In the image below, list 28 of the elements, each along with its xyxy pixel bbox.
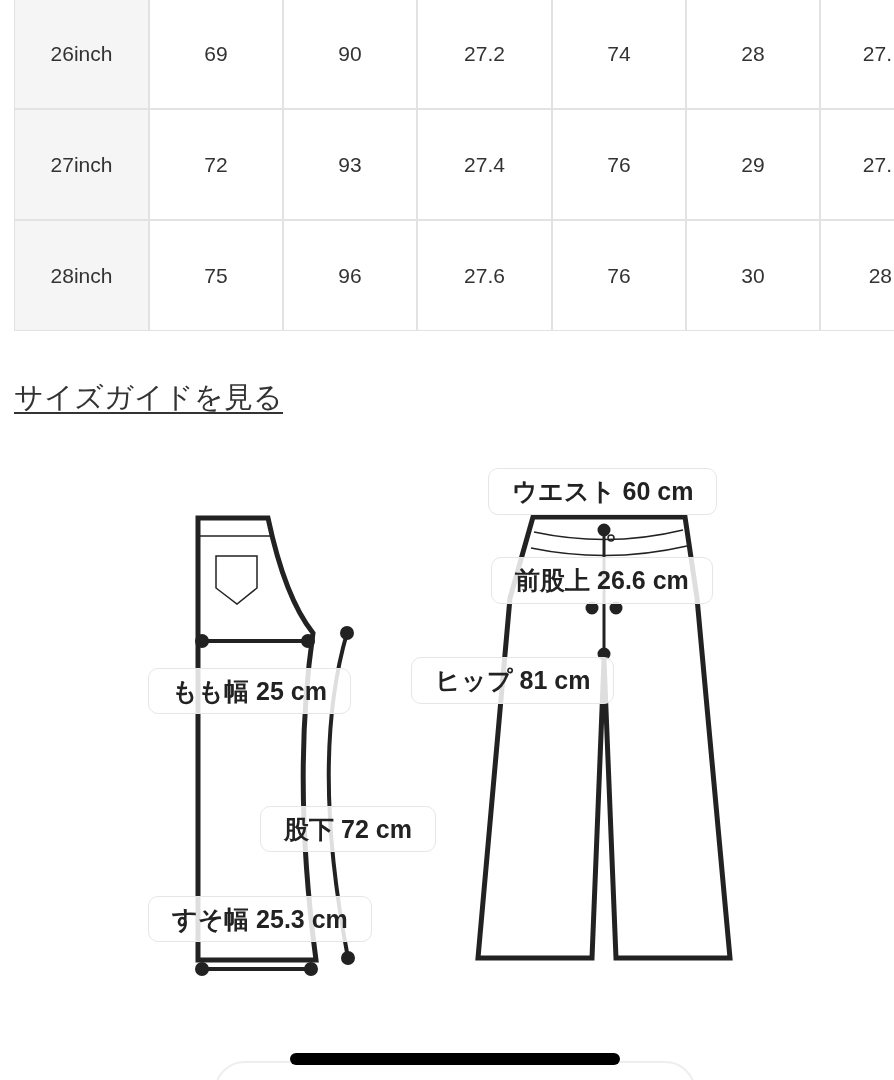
table-cell: 76 xyxy=(552,109,686,220)
table-cell: 28 xyxy=(686,0,820,109)
measurement-label: もも幅 25 cm xyxy=(148,668,351,714)
table-cell: 27.4 xyxy=(417,109,552,220)
table-cell: 28 xyxy=(820,220,894,331)
table-cell: 30 xyxy=(686,220,820,331)
table-cell: 74 xyxy=(552,0,686,109)
measurement-label: 前股上 26.6 cm xyxy=(491,557,713,604)
table-cell: 27.2 xyxy=(417,0,552,109)
table-cell: 29 xyxy=(686,109,820,220)
table-cell: 69 xyxy=(149,0,283,109)
table-cell: 27. xyxy=(820,0,894,109)
table-cell: 27.6 xyxy=(417,220,552,331)
table-cell: 72 xyxy=(149,109,283,220)
table-cell: 90 xyxy=(283,0,417,109)
size-cell: 27inch xyxy=(14,109,149,220)
measurement-label: 股下 72 cm xyxy=(260,806,436,852)
measurement-label: ヒップ 81 cm xyxy=(411,657,614,704)
size-cell: 28inch xyxy=(14,220,149,331)
measurement-label: ウエスト 60 cm xyxy=(488,468,717,515)
measurement-label: すそ幅 25.3 cm xyxy=(148,896,372,942)
size-guide-link: サイズガイドを見る xyxy=(14,380,283,415)
table-cell: 96 xyxy=(283,220,417,331)
table-cell: 27. xyxy=(820,109,894,220)
size-cell: 26inch xyxy=(14,0,149,109)
table-cell: 75 xyxy=(149,220,283,331)
table-cell: 93 xyxy=(283,109,417,220)
table-cell: 76 xyxy=(552,220,686,331)
